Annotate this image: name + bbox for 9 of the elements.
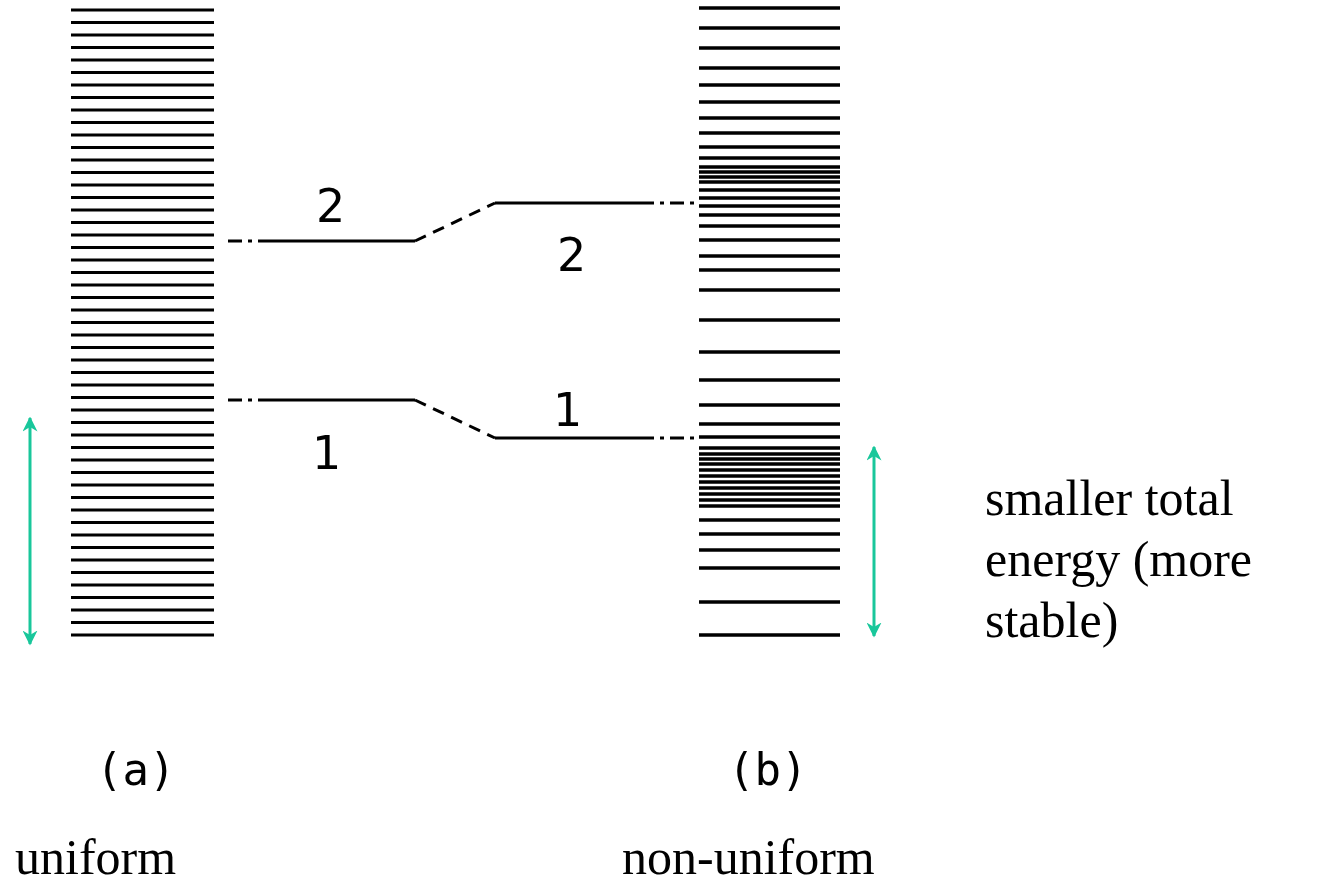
level-number: 2 [316,183,346,229]
level-number: 2 [557,232,587,278]
panel-label: (b) [728,748,808,792]
panel-label: (a) [96,748,176,792]
level-number: 1 [312,430,342,476]
annotation-text: smaller total energy (more stable) [985,469,1254,650]
panel-caption: uniform [15,832,177,882]
panel-caption: non-uniform [622,832,875,882]
level-number: 1 [553,387,583,433]
